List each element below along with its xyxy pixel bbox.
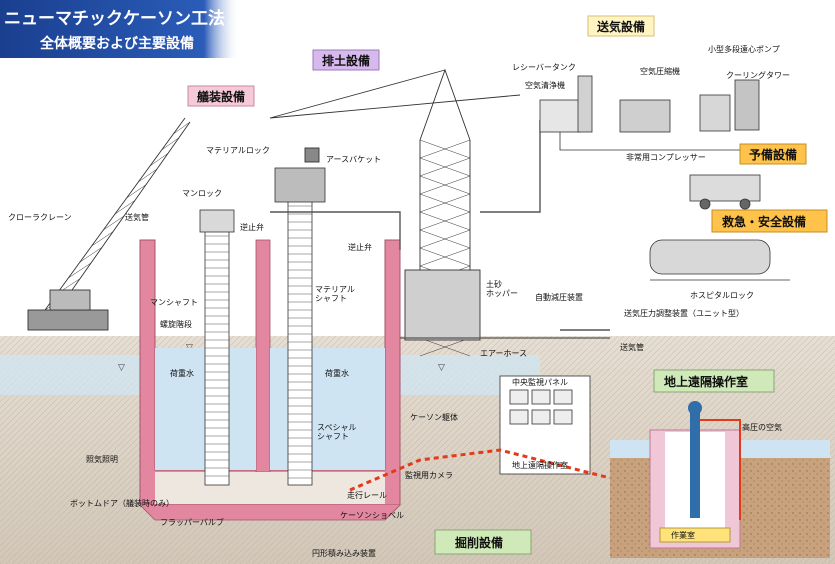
title-banner — [0, 0, 240, 58]
groundwater-left — [0, 355, 140, 395]
label-man-lock: マンロック — [182, 189, 222, 198]
label-air-hose: エアーホース — [480, 349, 527, 358]
label-crawler-crane: クローラクレーン — [8, 213, 72, 222]
label-spiral-stairs: 螺旋階段 — [160, 319, 192, 329]
label-air-pipe-right: 送気管 — [620, 342, 644, 352]
label-work-chamber: 作業室 — [671, 530, 695, 540]
category-remote-room: 地上遠隔操作室 — [653, 369, 775, 393]
label-cylinder-device: 円形積み込み装置 — [312, 548, 376, 558]
label-auto-pressure-reducer: 自動減圧装置 — [535, 292, 583, 302]
label-emergency-compressor: 非常用コンプレッサー — [626, 152, 706, 162]
label-bottom-door: ボットムドア（艤装時のみ） — [70, 498, 174, 508]
label-remote-room-small: 地上遠隔操作室 — [512, 460, 568, 470]
label-cooling-tower: クーリングタワー — [726, 70, 790, 80]
label-hospital-lock: ホスピタルロック — [690, 291, 754, 300]
label-earth-bucket: アースバケット — [326, 155, 381, 164]
label-pressure-regulator: 送気圧力調整装置（ユニット型） — [624, 308, 744, 318]
label-running-rail: 走行レール — [347, 490, 387, 500]
man-shaft — [199, 209, 235, 486]
work-chamber — [155, 472, 385, 504]
label-compressor: 空気圧縮機 — [640, 66, 680, 76]
label-material-shaft: マテリアルシャフト — [315, 285, 355, 303]
remote-room-inset — [610, 401, 830, 558]
water-level-mark-3: ▽ — [438, 363, 445, 373]
label-monitor-camera: 監視用カメラ — [405, 470, 453, 480]
category-emergency: 救急・安全設備 — [711, 209, 828, 233]
emergency-compressor-truck — [689, 174, 761, 210]
category-air-supply: 送気設備 — [587, 15, 655, 37]
svg-text:予備設備: 予備設備 — [749, 147, 797, 162]
air-supply-pipe — [270, 120, 610, 331]
label-check-valve-right: 逆止弁 — [348, 242, 372, 252]
label-air-pipe-left: 送気管 — [125, 212, 149, 222]
svg-text:送気設備: 送気設備 — [596, 19, 645, 34]
remote-link-arrow — [349, 448, 611, 492]
label-material-lock: マテリアルロック — [206, 146, 270, 155]
category-exhaust: 排土設備 — [312, 49, 380, 71]
material-shaft — [274, 167, 326, 486]
ballast-water-right — [270, 348, 385, 470]
svg-text:救急・安全設備: 救急・安全設備 — [722, 214, 806, 229]
category-excavation: 掘削設備 — [434, 529, 532, 555]
label-caisson-shovel: ケーソンショベル — [340, 511, 404, 520]
label-caisson-body: ケーソン躯体 — [410, 412, 458, 422]
label-check-valve-left: 逆止弁 — [240, 222, 264, 232]
category-rigging: 艤装設備 — [187, 85, 255, 107]
water-level-mark-1: ▽ — [118, 363, 125, 373]
label-flapper-valve: フラッパーバルブ — [160, 517, 224, 527]
title-line-1: ニューマチックケーソン工法 — [4, 8, 225, 29]
caisson-inner-wall-1 — [255, 239, 271, 473]
svg-text:地上遠隔操作室: 地上遠隔操作室 — [664, 374, 748, 389]
label-air-cleaner: 空気清浄機 — [525, 80, 565, 90]
title-line-2: 全体概要および主要設備 — [39, 35, 194, 52]
label-ballast-right: 荷重水 — [325, 368, 349, 378]
svg-text:排土設備: 排土設備 — [322, 53, 370, 68]
hospital-lock — [649, 239, 790, 281]
earth-tower — [269, 68, 521, 357]
air-supply-equipment — [539, 75, 790, 151]
caisson-cutting-edge — [139, 504, 401, 521]
label-ballast-left: 荷重水 — [170, 368, 194, 378]
label-receiver-tank: レシーバータンク — [512, 63, 576, 72]
svg-text:艤装設備: 艤装設備 — [197, 89, 245, 104]
label-lighting: 照気照明 — [86, 454, 118, 464]
label-high-pressure-air: 高圧の空気 — [742, 422, 782, 432]
label-man-shaft: マンシャフト — [150, 298, 198, 307]
label-central-panel: 中央監視パネル — [512, 377, 568, 387]
category-standby: 予備設備 — [739, 143, 807, 165]
label-pump: 小型多段遠心ポンプ — [708, 44, 780, 54]
central-monitor-panel — [499, 375, 591, 475]
svg-text:掘削設備: 掘削設備 — [455, 535, 503, 550]
label-special-shaft: スペシャルシャフト — [317, 423, 356, 441]
crawler-crane — [27, 117, 191, 331]
label-soil-hopper: 土砂ホッパー — [486, 279, 518, 298]
